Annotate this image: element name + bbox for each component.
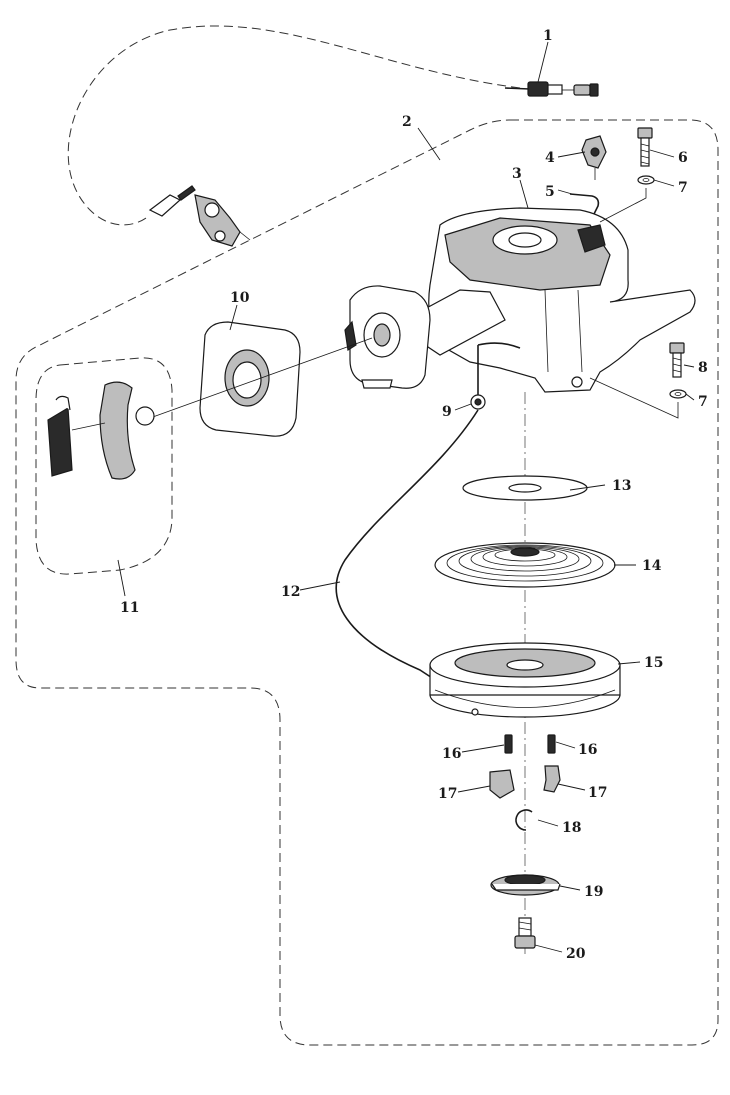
callout-15: 15 (644, 655, 663, 671)
callout-7-upper: 7 (678, 180, 688, 196)
part-7-washer-lower (669, 389, 687, 399)
leader-bolt-to-base (589, 377, 679, 419)
callout-5: 5 (545, 184, 555, 200)
callout-14: 14 (642, 558, 662, 574)
starter-rope (149, 337, 373, 419)
part-17-pawl-left (489, 769, 515, 799)
part-11-handle-assembly (47, 381, 155, 480)
callout-6: 6 (678, 150, 688, 166)
part-16-pin-left (504, 734, 513, 754)
callout-16-left: 16 (442, 746, 461, 762)
part-6-bolt (637, 127, 653, 167)
part-15-pulley (429, 642, 621, 718)
part-17-pawl-right (543, 765, 561, 793)
callout-20: 20 (566, 946, 586, 962)
callout-16-right: 16 (578, 742, 597, 758)
callout-9: 9 (442, 404, 452, 420)
leader-lines (117, 41, 695, 953)
part-3-recoil-housing (428, 207, 696, 393)
callout-17-left: 17 (438, 786, 457, 802)
part-5-spring (569, 193, 600, 215)
callout-13: 13 (612, 478, 631, 494)
callout-4: 4 (545, 150, 555, 166)
part-18-circlip (515, 809, 533, 831)
part-16-pin-right (547, 734, 556, 754)
part-20-centre-bolt (514, 917, 536, 949)
callout-18: 18 (562, 820, 581, 836)
part-9-cable-clip (470, 394, 486, 410)
part-8-bolt (669, 342, 685, 378)
part-13-disc (462, 475, 588, 501)
callout-2: 2 (402, 114, 412, 130)
part-7-washer-upper (637, 175, 655, 185)
part-19-ratchet-plate (490, 874, 561, 896)
callout-11: 11 (120, 600, 139, 616)
throttle-cable-route (67, 25, 521, 226)
assembly-boundary (15, 119, 719, 1046)
leader-bolt-to-housing (599, 188, 647, 223)
cable-bracket (148, 185, 251, 247)
part-1-cable-adjuster (504, 81, 599, 97)
callout-7-lower: 7 (698, 394, 708, 410)
callout-12: 12 (281, 584, 300, 600)
callout-17-right: 17 (588, 785, 607, 801)
callout-10: 10 (230, 290, 250, 306)
part-10-grommet (199, 321, 301, 437)
part-4-lever (581, 135, 607, 180)
callout-19: 19 (584, 884, 603, 900)
callout-8: 8 (698, 360, 708, 376)
part-14-recoil-spring (434, 542, 616, 588)
callout-1: 1 (543, 28, 553, 44)
rope-guide-arm (344, 285, 506, 389)
callout-3: 3 (512, 166, 522, 182)
